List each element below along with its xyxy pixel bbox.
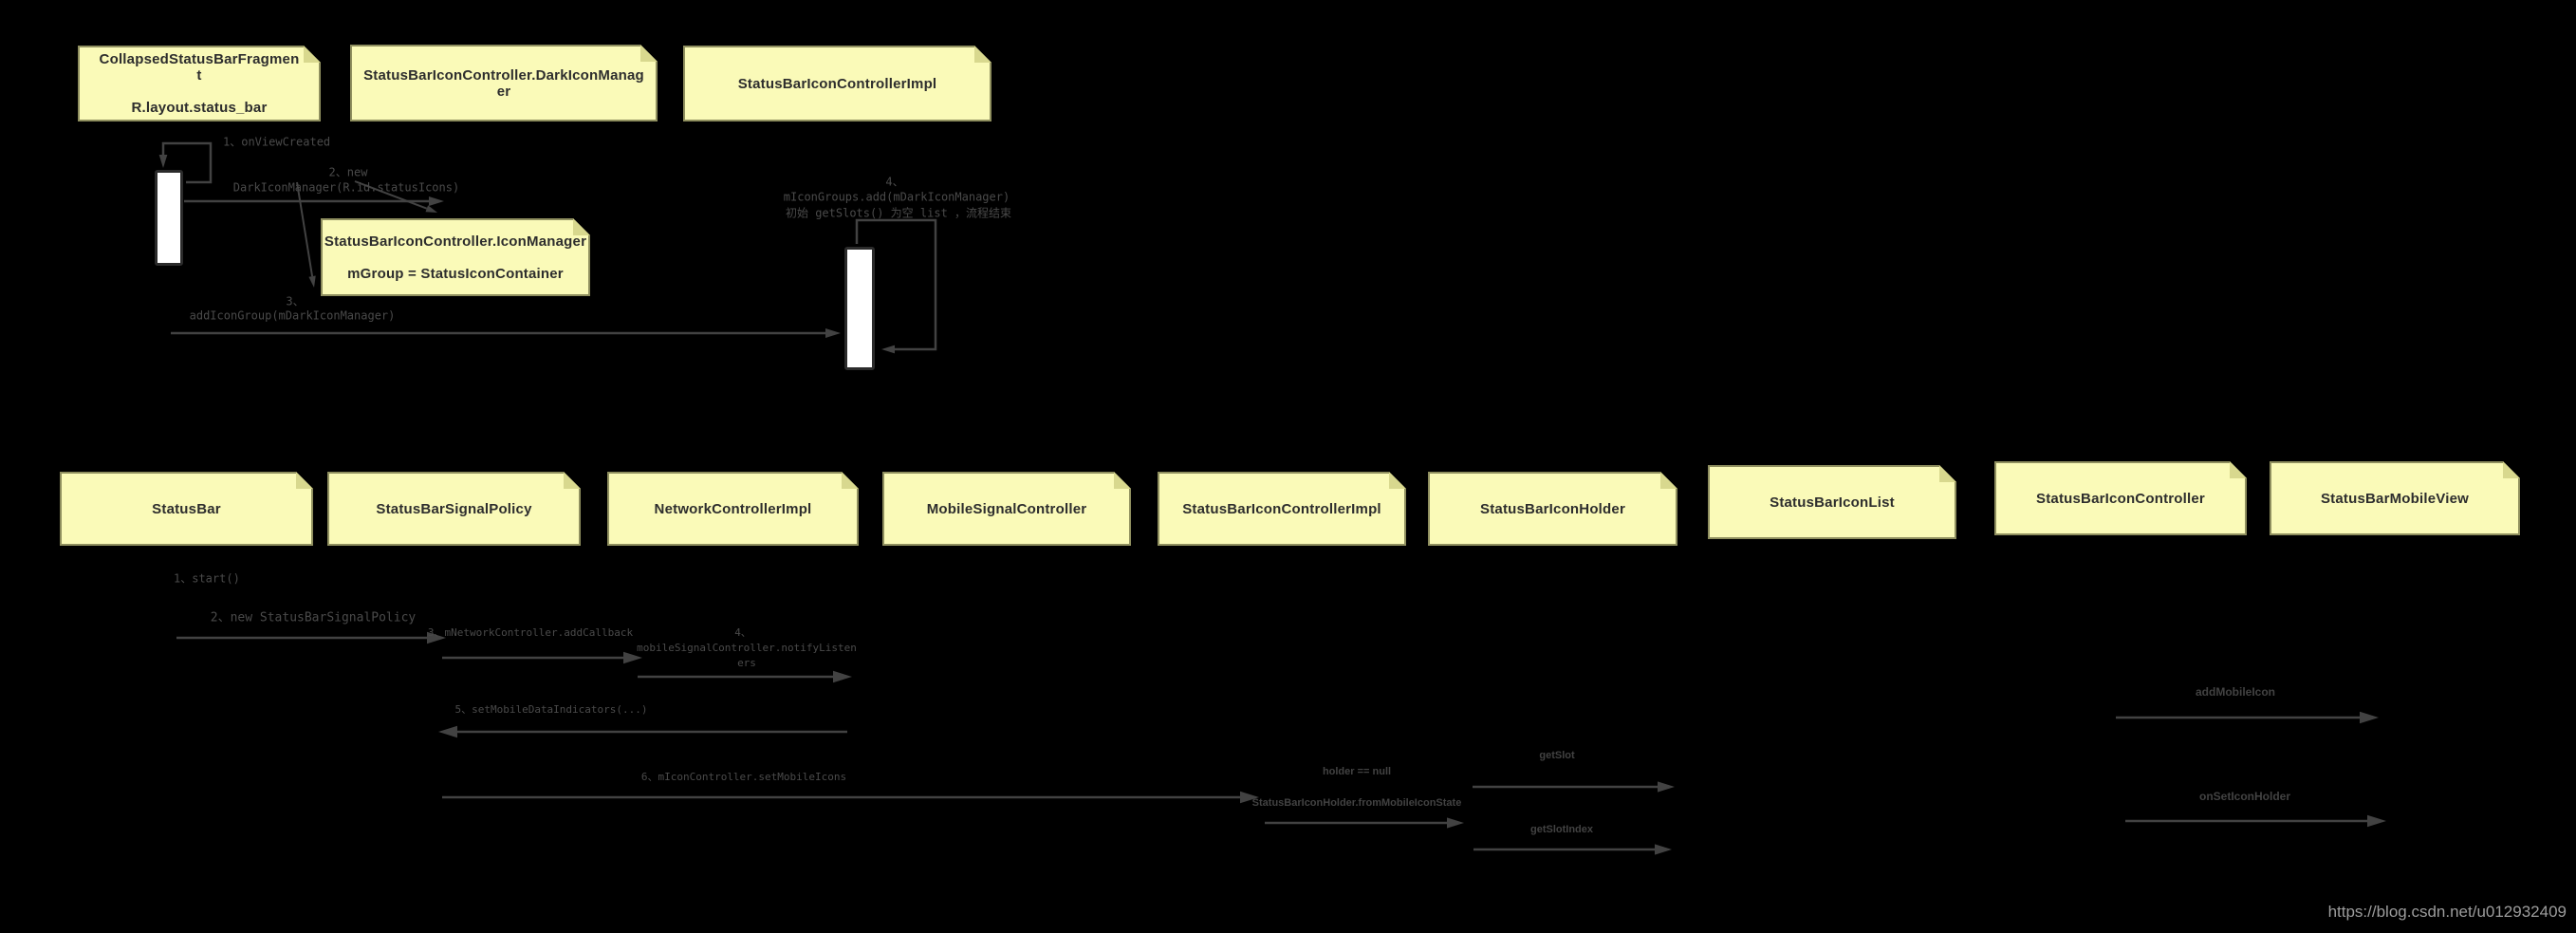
note-fold-corner-icon: [842, 472, 859, 489]
participant-label: MobileSignalController: [926, 500, 1087, 517]
arrow-icongroups-add-self: [855, 218, 937, 354]
arrow-addicongroup: [171, 328, 841, 338]
msg-addcallback: 3、mNetworkController.addCallback: [428, 626, 634, 639]
participant-label: CollapsedStatusBarFragmen: [99, 51, 300, 67]
participant-label: StatusBarIconControllerImpl: [1182, 500, 1381, 517]
msg-notifylisteners-line1: 4、: [734, 626, 751, 639]
note-fold-corner-icon: [2503, 461, 2520, 478]
arrow-addmobileicon: [2116, 711, 2379, 724]
arrow-annotation-to-addicongroup: [296, 181, 316, 288]
arrow-new-darkiconmanager: [184, 196, 444, 206]
participant-note-status-bar-icon-holder: StatusBarIconHolder: [1428, 472, 1677, 546]
msg-addmobileicon: addMobileIcon: [2196, 685, 2275, 699]
participant-note-status-bar: StatusBar: [60, 472, 313, 546]
msg-new-darkiconmanager-line1: 2、new: [329, 166, 369, 179]
watermark-url: https://blog.csdn.net/u012932409: [2327, 903, 2567, 921]
msg-icongroups-add-line3: 初始 getSlots() 为空 list ，流程结束: [786, 206, 1011, 220]
arrow-setmobileicons: [442, 791, 1259, 804]
note-fold-corner-icon: [2230, 461, 2247, 478]
participant-label: mGroup = StatusIconContainer: [347, 265, 564, 282]
msg-addicongroup-line2: addIconGroup(mDarkIconManager): [190, 309, 396, 323]
participant-label: StatusBarIconControllerImpl: [737, 75, 937, 92]
note-fold-corner-icon: [296, 472, 313, 489]
msg-setmobiledataindicators: 5、setMobileDataIndicators(...): [454, 703, 647, 716]
participant-label: er: [496, 83, 511, 100]
msg-notifylisteners-line3: ers: [737, 657, 756, 669]
msg-getslotindex: getSlotIndex: [1530, 824, 1594, 835]
participant-label: StatusBarMobileView: [2320, 490, 2470, 507]
participant-label: StatusBarIconController.IconManager: [324, 233, 587, 250]
participant-label: StatusBar: [152, 500, 221, 517]
participant-note-status-bar-icon-list: StatusBarIconList: [1708, 465, 1956, 539]
participant-label: StatusBarIconController: [2036, 490, 2205, 507]
msg-holder-null: holder == null: [1323, 766, 1391, 777]
arrow-annotation-to-iconmanager-note: [354, 180, 437, 213]
note-fold-corner-icon: [564, 472, 581, 489]
participant-note-network-controller-impl: NetworkControllerImpl: [607, 472, 859, 546]
participant-note-status-bar-mobile-view: StatusBarMobileView: [2270, 461, 2520, 535]
arrow-new-statusbarsignalpolicy: [176, 631, 446, 644]
participant-label: StatusBarIconController.DarkIconManag: [363, 66, 644, 84]
participant-label: t: [196, 67, 202, 84]
participant-label: StatusBarIconList: [1770, 494, 1895, 511]
note-fold-corner-icon: [640, 45, 658, 62]
participant-note-status-bar-icon-controller: StatusBarIconController: [1994, 461, 2247, 535]
note-fold-corner-icon: [1389, 472, 1406, 489]
note-fold-corner-icon: [573, 218, 590, 235]
arrow-onviewcreated-self: [158, 141, 213, 184]
msg-notifylisteners-line2: mobileSignalController.notifyListen: [637, 642, 857, 654]
activation-collapsed-status-bar-fragment: [155, 170, 183, 266]
arrow-setmobiledataindicators: [438, 725, 847, 738]
arrow-onseticonholder: [2125, 814, 2386, 828]
arrow-frommobileiconstate: [1265, 817, 1464, 829]
msg-getslot: getSlot: [1539, 750, 1575, 761]
participant-label: NetworkControllerImpl: [654, 500, 812, 517]
arrow-notifylisteners: [638, 670, 852, 683]
arrow-getslot: [1473, 781, 1675, 793]
participant-note-mobile-signal-controller: MobileSignalController: [882, 472, 1131, 546]
msg-icongroups-add-line2: mIconGroups.add(mDarkIconManager): [784, 191, 1010, 204]
participant-note-icon-manager-note: StatusBarIconController.IconManager mGrou…: [321, 218, 590, 296]
note-fold-corner-icon: [974, 46, 991, 63]
msg-onseticonholder: onSetIconHolder: [2199, 790, 2290, 803]
note-fold-corner-icon: [1939, 465, 1956, 482]
msg-setmobileicons: 6、mIconController.setMobileIcons: [641, 771, 846, 783]
participant-note-status-bar-signal-policy: StatusBarSignalPolicy: [327, 472, 581, 546]
msg-new-darkiconmanager-line2: DarkIconManager(R.id.statusIcons): [233, 181, 459, 195]
note-fold-corner-icon: [1660, 472, 1677, 489]
arrow-addcallback: [442, 651, 642, 664]
msg-icongroups-add-line1: 4、: [885, 176, 903, 189]
msg-frommobileiconstate: StatusBarIconHolder.fromMobileIconState: [1252, 797, 1462, 809]
msg-new-statusbarsignalpolicy: 2、new StatusBarSignalPolicy: [211, 611, 417, 625]
arrow-getslotindex: [1473, 844, 1672, 855]
participant-label: R.layout.status_bar: [131, 100, 268, 116]
msg-start: 1、start(): [174, 572, 240, 586]
msg-onviewcreated: 1、onViewCreated: [223, 136, 330, 149]
participant-label: StatusBarIconHolder: [1480, 500, 1625, 517]
note-fold-corner-icon: [304, 46, 321, 63]
msg-addicongroup-line1: 3、: [286, 295, 304, 308]
participant-label: StatusBarSignalPolicy: [376, 500, 532, 517]
participant-note-status-bar-icon-controller-impl: StatusBarIconControllerImpl: [1158, 472, 1406, 546]
activation-status-bar-icon-controller-impl: [844, 247, 875, 370]
note-fold-corner-icon: [1114, 472, 1131, 489]
participant-note-status-bar-icon-controller-impl-top: StatusBarIconControllerImpl: [683, 46, 991, 121]
